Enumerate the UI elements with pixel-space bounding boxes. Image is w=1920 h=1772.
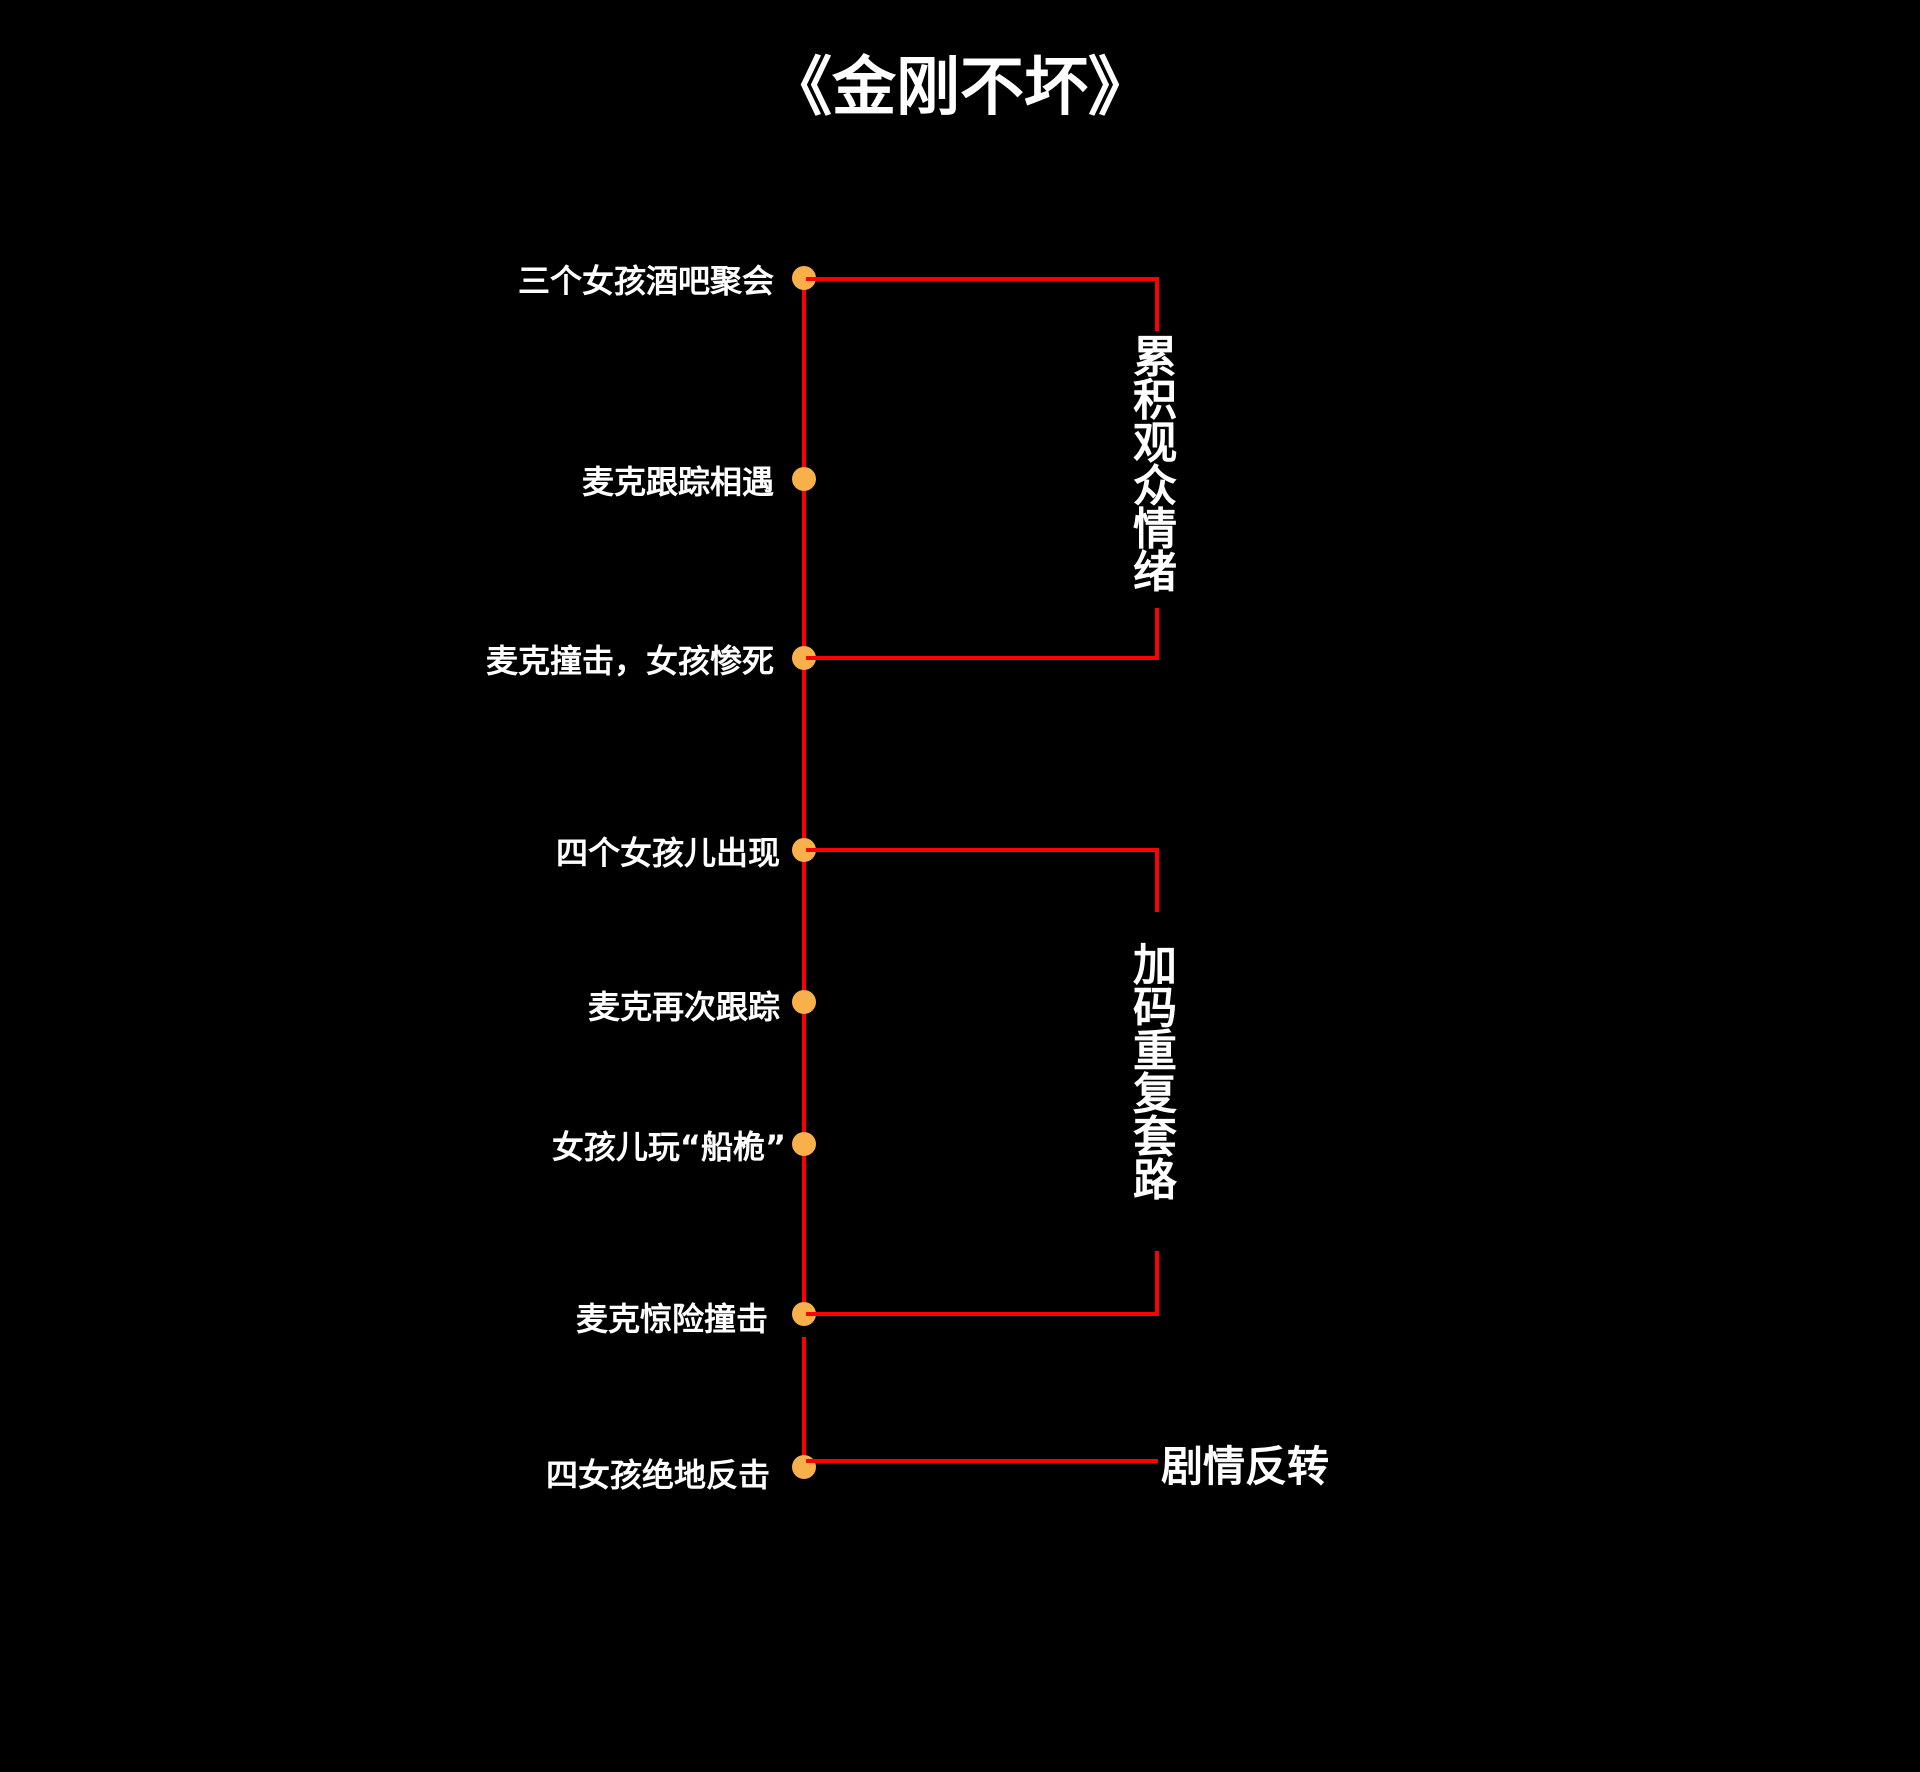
- event-label: 女孩儿玩“船桅”: [551, 1128, 786, 1166]
- bracket-2-bottom: [806, 1312, 1159, 1316]
- bracket-1-lower: [1155, 608, 1159, 660]
- event-dot: [792, 1132, 816, 1156]
- event-label: 麦克撞击，女孩惨死: [485, 642, 774, 680]
- timeline-spine-lower: [802, 1337, 806, 1467]
- bracket-1-bottom: [806, 656, 1159, 660]
- timeline-spine: [802, 278, 806, 1325]
- event-label: 麦克再次跟踪: [587, 988, 780, 1026]
- event-dot: [792, 990, 816, 1014]
- diagram-title: 《金刚不坏》: [768, 51, 1152, 125]
- bracket-1-top: [806, 277, 1159, 281]
- bracket-2-label: 加码重复套路: [1133, 940, 1177, 1206]
- reversal-line: [806, 1459, 1158, 1463]
- event-label: 麦克惊险撞击: [575, 1300, 768, 1338]
- event-label: 四女孩绝地反击: [545, 1456, 770, 1494]
- event-label: 三个女孩酒吧聚会: [517, 262, 774, 300]
- bracket-1-label: 累积观众情绪: [1133, 332, 1177, 598]
- bracket-2-lower: [1155, 1251, 1159, 1316]
- bracket-2-top: [806, 848, 1159, 852]
- event-dot: [792, 467, 816, 491]
- reversal-label: 剧情反转: [1161, 1442, 1330, 1491]
- event-label: 麦克跟踪相遇: [581, 463, 774, 501]
- bracket-2-upper: [1155, 848, 1159, 912]
- event-label: 四个女孩儿出现: [555, 834, 780, 872]
- bracket-1-upper: [1155, 277, 1159, 331]
